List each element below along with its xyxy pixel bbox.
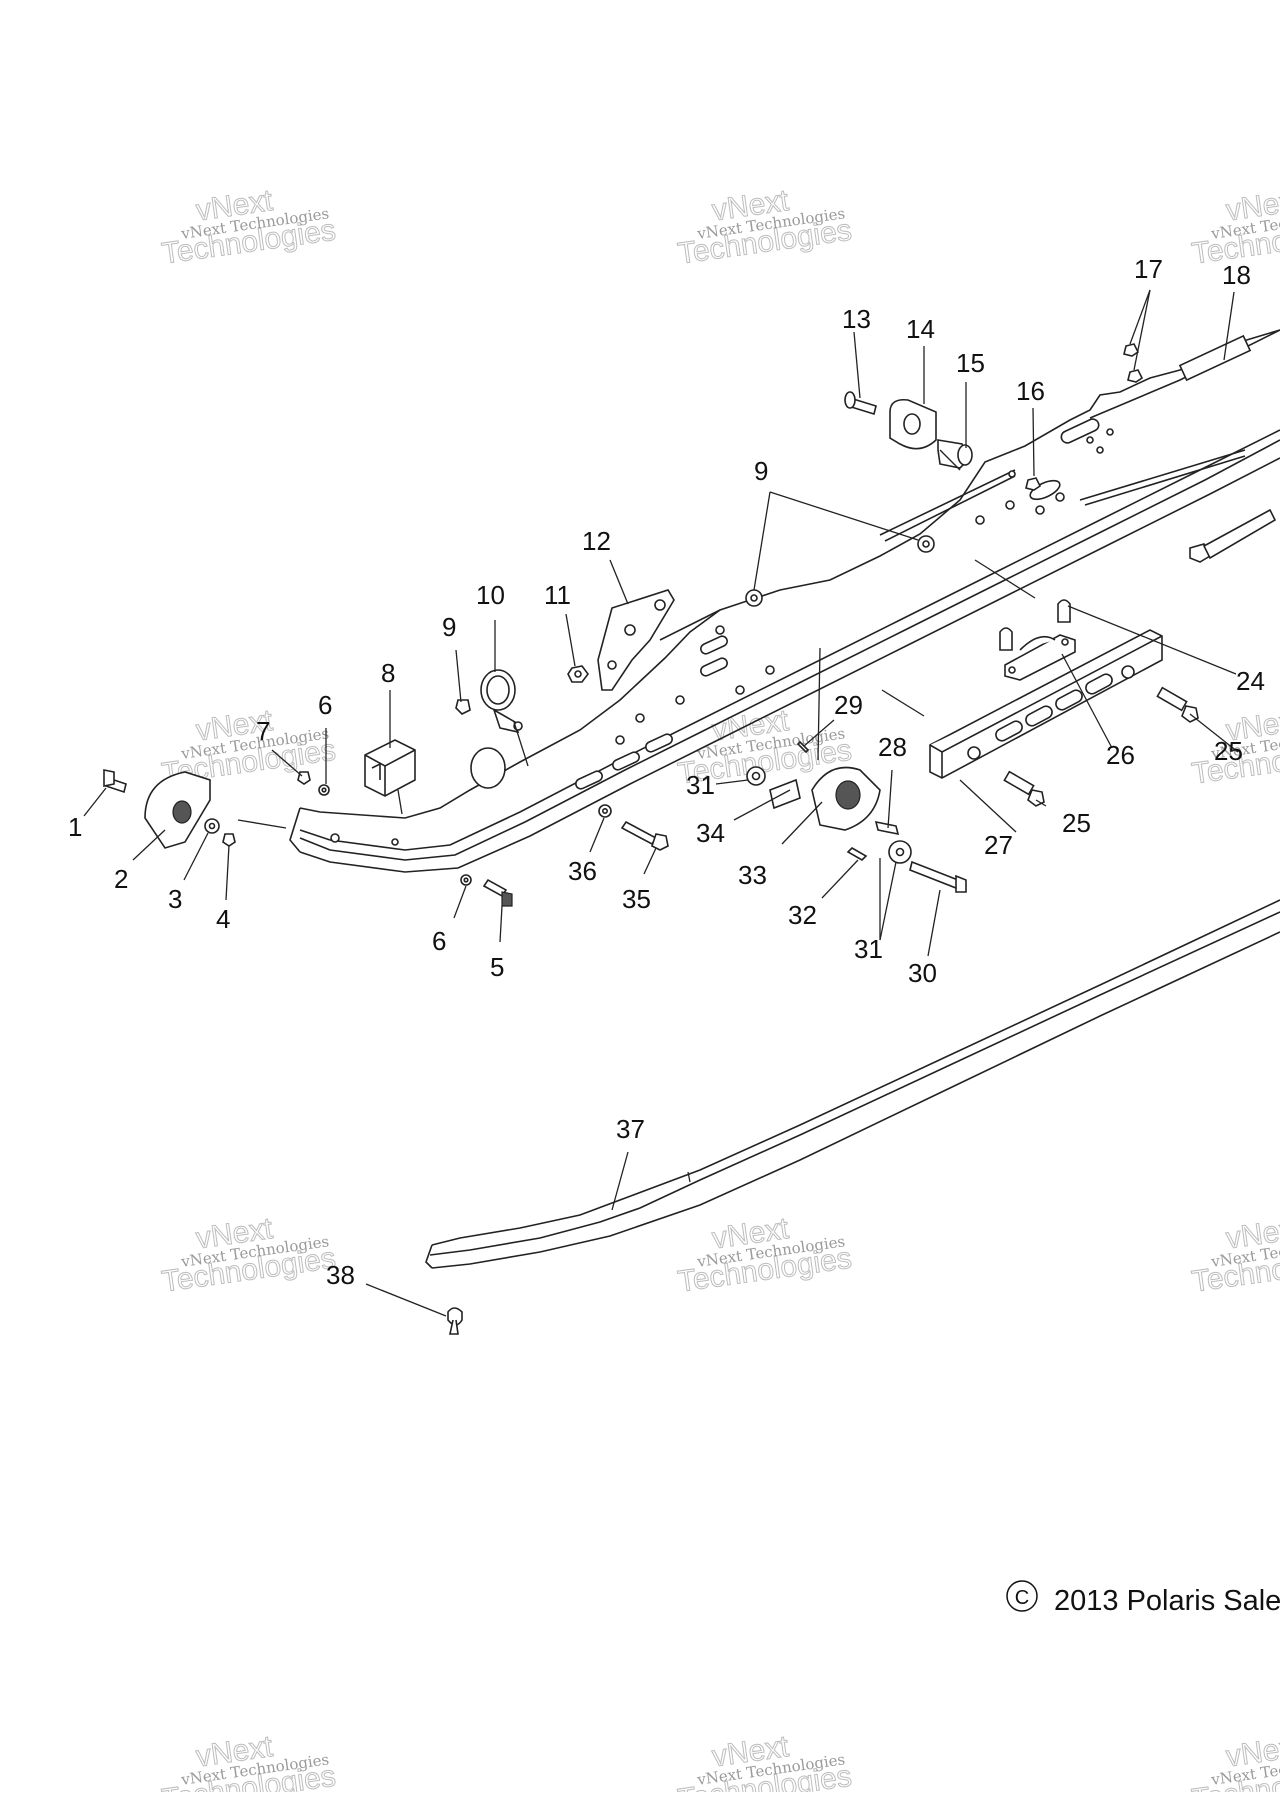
parts-17 bbox=[1123, 343, 1144, 383]
long-bolt bbox=[1189, 508, 1277, 563]
callout-34: 34 bbox=[696, 818, 725, 848]
callout-8: 8 bbox=[381, 658, 395, 688]
slide-bracket bbox=[929, 629, 1163, 779]
leader-lines bbox=[83, 289, 1239, 1317]
nut-11 bbox=[567, 665, 589, 683]
callout-13: 13 bbox=[842, 304, 871, 334]
callout-37: 37 bbox=[616, 1114, 645, 1144]
lower-wear-strip bbox=[425, 899, 1280, 1269]
callout-31b: 31 bbox=[854, 934, 883, 964]
callout-2: 2 bbox=[114, 864, 128, 894]
rail-holes bbox=[330, 334, 1252, 846]
spacers-9 bbox=[745, 535, 935, 607]
callout-32: 32 bbox=[788, 900, 817, 930]
callout-5: 5 bbox=[490, 952, 504, 982]
callout-1: 1 bbox=[68, 812, 82, 842]
plate-12 bbox=[597, 589, 675, 691]
copyright-notice: C 2013 Polaris Sales bbox=[1006, 1580, 1280, 1617]
copyright-symbol: C bbox=[1015, 1587, 1029, 1609]
callout-6b: 6 bbox=[432, 926, 446, 956]
idler-assembly bbox=[620, 740, 967, 893]
callout-4: 4 bbox=[216, 904, 230, 934]
callout-28: 28 bbox=[878, 732, 907, 762]
front-tip-parts bbox=[103, 769, 236, 849]
callout-25a: 25 bbox=[1214, 736, 1243, 766]
parts-13-16 bbox=[844, 391, 1042, 491]
callout-26: 26 bbox=[1106, 740, 1135, 770]
block-8 bbox=[364, 739, 416, 797]
callout-27: 27 bbox=[984, 830, 1013, 860]
callout-16: 16 bbox=[1016, 376, 1045, 406]
callout-33: 33 bbox=[738, 860, 767, 890]
part-26-retainer bbox=[1004, 634, 1076, 681]
callout-29: 29 bbox=[834, 690, 863, 720]
copyright-text: 2013 Polaris Sales bbox=[1054, 1585, 1280, 1617]
callout-7: 7 bbox=[256, 716, 270, 746]
clamp-10 bbox=[455, 669, 523, 789]
callout-35: 35 bbox=[622, 884, 651, 914]
callout-15: 15 bbox=[956, 348, 985, 378]
callout-11: 11 bbox=[544, 580, 571, 610]
callout-25b: 25 bbox=[1062, 808, 1091, 838]
callout-36: 36 bbox=[568, 856, 597, 886]
callout-31a: 31 bbox=[686, 770, 715, 800]
callout-14: 14 bbox=[906, 314, 935, 344]
callout-24: 24 bbox=[1236, 666, 1265, 696]
callout-6a: 6 bbox=[318, 690, 332, 720]
bolt-5 bbox=[482, 878, 513, 907]
rivets-24 bbox=[999, 599, 1071, 651]
rivet-38 bbox=[447, 1307, 463, 1335]
callout-9a: 9 bbox=[442, 612, 456, 642]
callout-12: 12 bbox=[582, 526, 611, 556]
callout-18: 18 bbox=[1222, 260, 1251, 290]
callout-17: 17 bbox=[1134, 254, 1163, 284]
callout-3: 3 bbox=[168, 884, 182, 914]
callout-labels: 1 2 3 4 5 6 6 7 8 9 9 10 11 12 13 14 15 … bbox=[68, 254, 1265, 1290]
callout-10: 10 bbox=[476, 580, 505, 610]
callout-9b: 9 bbox=[754, 456, 768, 486]
bolts-25 bbox=[1003, 686, 1199, 807]
callout-30: 30 bbox=[908, 958, 937, 988]
copyright-circle-icon bbox=[1006, 1580, 1038, 1612]
callout-38: 38 bbox=[326, 1260, 355, 1290]
